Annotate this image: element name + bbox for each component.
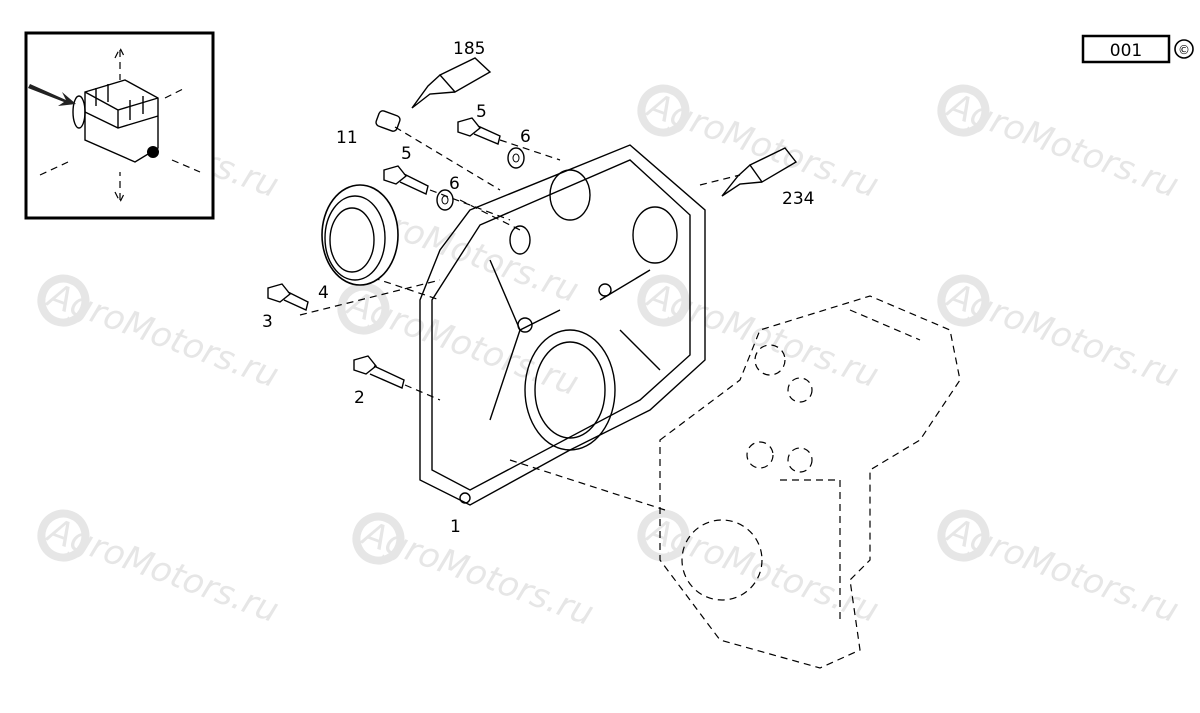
bolts	[267, 110, 525, 389]
bolt-3	[267, 283, 309, 311]
callout-4[interactable]: 4	[318, 283, 329, 303]
watermark-gear-icon	[637, 509, 690, 562]
bolt-2	[353, 355, 405, 389]
page-number-box: 001 ©	[1081, 34, 1194, 64]
watermark-gear-icon	[637, 84, 690, 137]
callout-3[interactable]: 3	[262, 312, 273, 332]
orientation-view-icon	[28, 46, 201, 204]
watermark-text: AgroMotors.ru	[941, 510, 1184, 631]
watermark-text: AgroMotors.ru	[641, 85, 884, 206]
watermark-text: AgroMotors.ru	[41, 510, 284, 631]
callout-5-upper[interactable]: 5	[476, 102, 487, 122]
sealant-tube-185	[411, 57, 492, 109]
watermark-gear-icon	[637, 274, 690, 327]
watermark-gear-icon	[337, 282, 390, 335]
watermark-gear-icon	[937, 84, 990, 137]
oil-seal	[321, 184, 399, 286]
watermark-gear-icon	[37, 274, 90, 327]
washer-6-upper	[507, 147, 525, 169]
watermark-gear-icon	[937, 509, 990, 562]
bolt-5-upper	[457, 117, 501, 145]
watermark-text: AgroMotors.ru	[356, 513, 599, 634]
callout-11[interactable]: 11	[336, 128, 358, 148]
watermark-text: AgroMotors.ru	[641, 510, 884, 631]
copyright-symbol: ©	[1178, 43, 1190, 57]
callout-6-upper[interactable]: 6	[520, 127, 531, 147]
bolt-11	[375, 110, 401, 132]
callout-185[interactable]: 185	[453, 39, 485, 59]
bolt-5-lower	[383, 165, 429, 195]
watermark-text: AgroMotors.ru	[941, 85, 1184, 206]
engine-block-outline	[659, 295, 961, 669]
watermark-gear-icon	[937, 274, 990, 327]
sealant-tube-234	[721, 147, 798, 197]
watermark-text: AgroMotors.ru	[641, 275, 884, 396]
page-number: 001	[1110, 41, 1142, 61]
copyright-icon	[1174, 39, 1194, 59]
callout-labels: 185 5 11 6 5 6 234 4 3 2 1	[262, 39, 814, 537]
callout-6-lower[interactable]: 6	[449, 174, 460, 194]
callout-2[interactable]: 2	[354, 388, 365, 408]
watermark-text: AgroMotors.ru	[41, 275, 284, 396]
callout-5-lower[interactable]: 5	[401, 144, 412, 164]
watermark-gear-icon	[352, 512, 405, 565]
washer-6-lower	[436, 189, 454, 211]
watermark-gear-icon	[37, 509, 90, 562]
orientation-inset	[24, 31, 215, 220]
callout-1[interactable]: 1	[450, 517, 461, 537]
callout-234[interactable]: 234	[782, 189, 814, 209]
timing-cover	[419, 144, 706, 506]
watermark-text: AgroMotors.ru	[941, 275, 1184, 396]
